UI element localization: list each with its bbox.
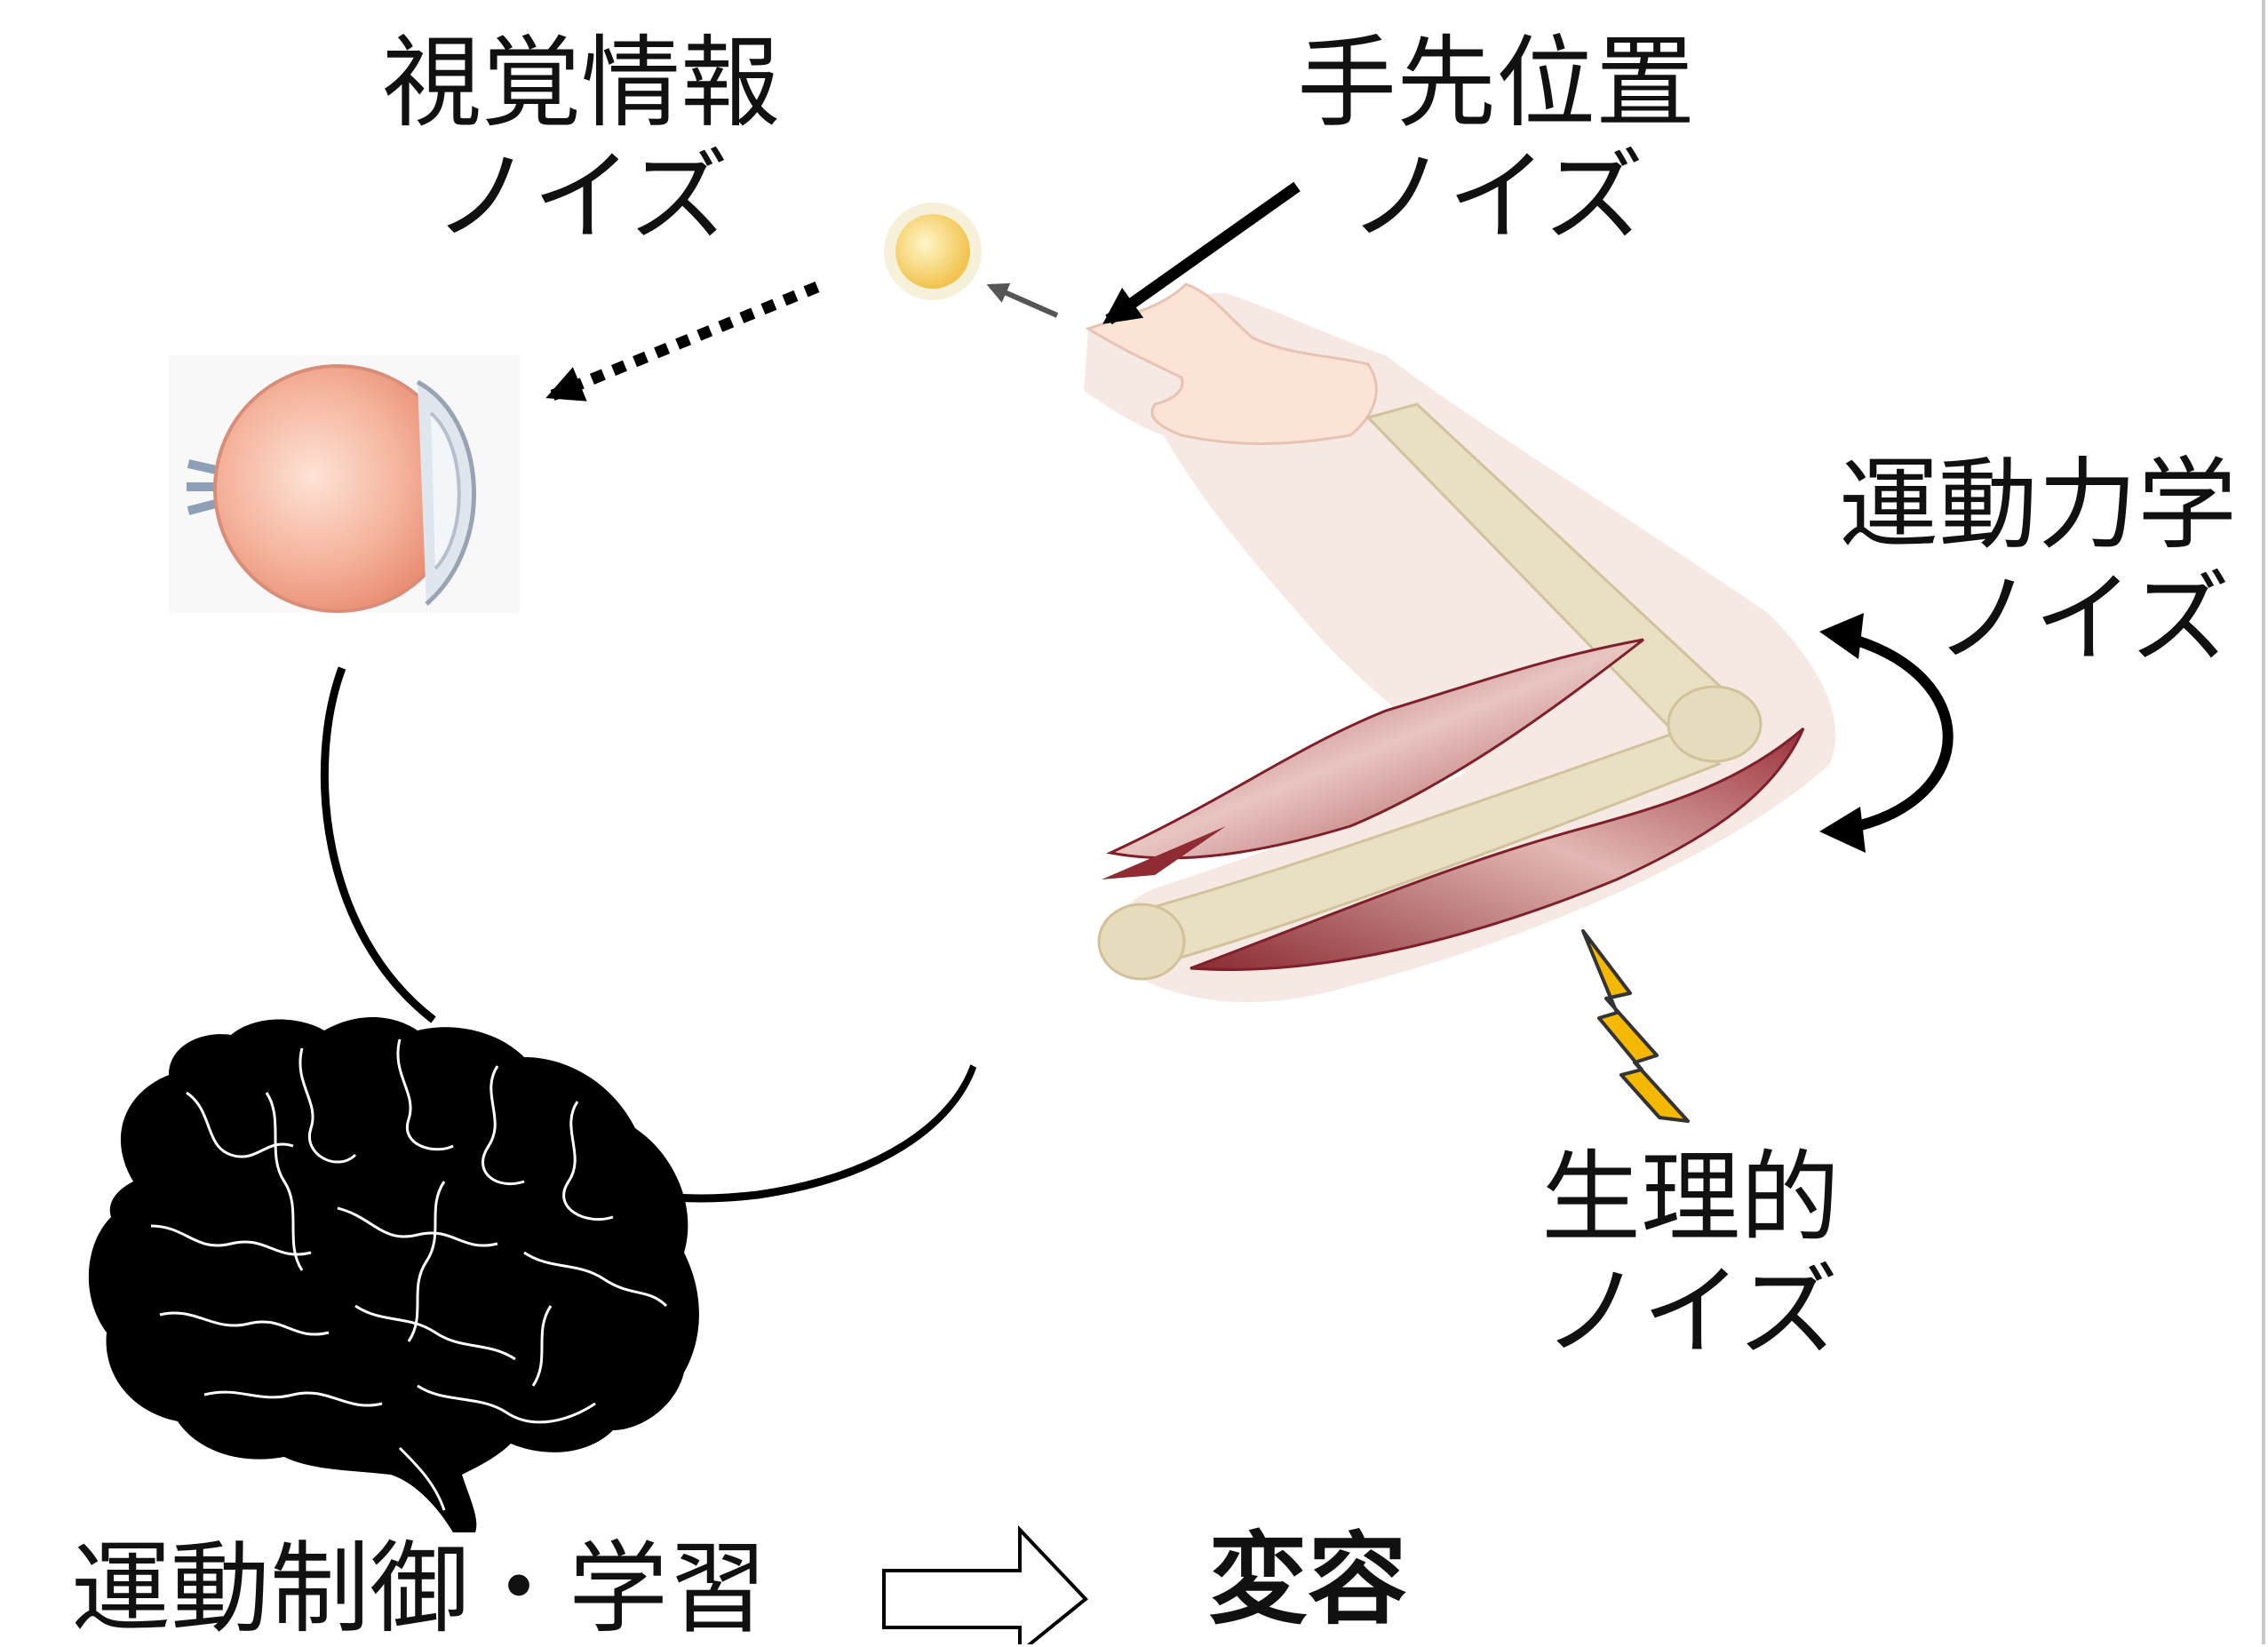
hand-noise-label: 手先位置 ノイズ [1297, 27, 1695, 254]
target-icon [884, 203, 982, 300]
motor-learning-label: 運動制御・学習 [71, 1532, 768, 1646]
hollow-arrow-icon [884, 1530, 1086, 1644]
eye-icon [169, 355, 520, 613]
lightning-icon [1583, 931, 1688, 1121]
transformation-label: 変容 [1208, 1524, 1407, 1637]
physio-noise-line2: ノイズ [1541, 1255, 1840, 1369]
visual-noise-arrow [553, 287, 817, 395]
loop-line-brain-arm [665, 1066, 974, 1198]
loop-line-eye-brain [324, 668, 434, 1020]
brain-icon [89, 1017, 699, 1532]
hand-noise-line1: 手先位置 [1297, 27, 1695, 140]
visual-noise-line2: ノイズ [382, 140, 780, 254]
dynamics-noise-line2: ノイズ [1839, 562, 2237, 676]
arm-icon [1084, 284, 1835, 1002]
dynamics-noise-line1: 運動力学 [1839, 449, 2237, 562]
visual-noise-label: 視覚情報 ノイズ [382, 27, 780, 254]
physio-noise-line1: 生理的 [1541, 1142, 1840, 1255]
visual-noise-line1: 視覚情報 [382, 27, 780, 140]
right-border [2262, 0, 2265, 1644]
dynamics-noise-label: 運動力学 ノイズ [1839, 449, 2237, 676]
movement-arrow [991, 286, 1057, 315]
physio-noise-label: 生理的 ノイズ [1541, 1142, 1840, 1369]
hand-noise-line2: ノイズ [1297, 140, 1695, 254]
